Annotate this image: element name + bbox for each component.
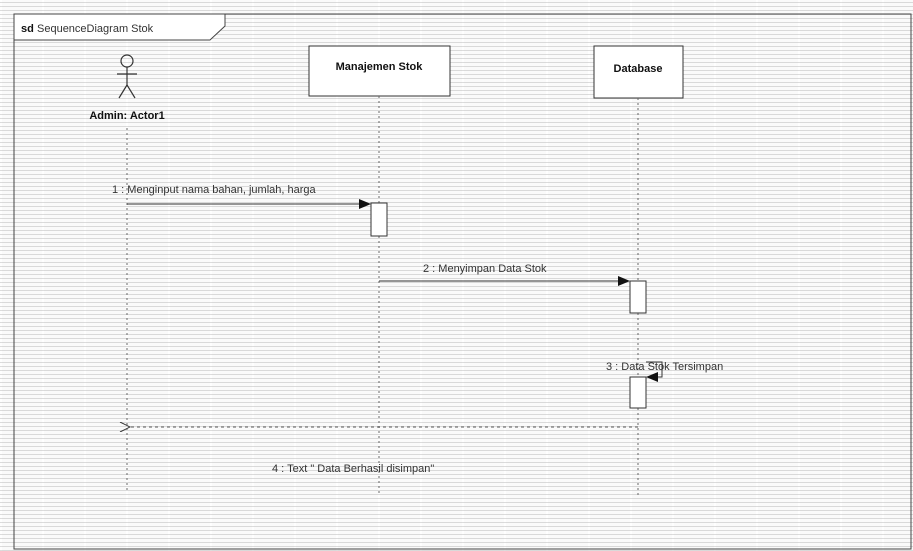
message-2-label: 2 : Menyimpan Data Stok bbox=[423, 263, 547, 275]
frame-label-tab bbox=[13, 13, 226, 41]
actor-figure[interactable] bbox=[117, 54, 137, 99]
activation-database-1 bbox=[629, 280, 647, 314]
message-3-arrow bbox=[646, 361, 663, 382]
lifeline-head-database[interactable] bbox=[593, 45, 684, 99]
message-4-label: 4 : Text " Data Berhasil disimpan" bbox=[272, 463, 434, 475]
frame-name: SequenceDiagram Stok bbox=[37, 23, 154, 35]
lifeline-label-database: Database bbox=[614, 63, 663, 75]
activation-manajemen-stok bbox=[370, 202, 388, 237]
message-3-label: 3 : Data Stok Tersimpan bbox=[606, 361, 723, 373]
frame-border bbox=[13, 13, 912, 550]
actor-label: Admin: Actor1 bbox=[89, 110, 164, 122]
lifeline-label-manajemen-stok: Manajemen Stok bbox=[336, 61, 424, 73]
message-1-label: 1 : Menginput nama bahan, jumlah, harga bbox=[112, 184, 317, 196]
frame-keyword: sd bbox=[21, 23, 34, 35]
activation-database-2 bbox=[629, 376, 647, 409]
